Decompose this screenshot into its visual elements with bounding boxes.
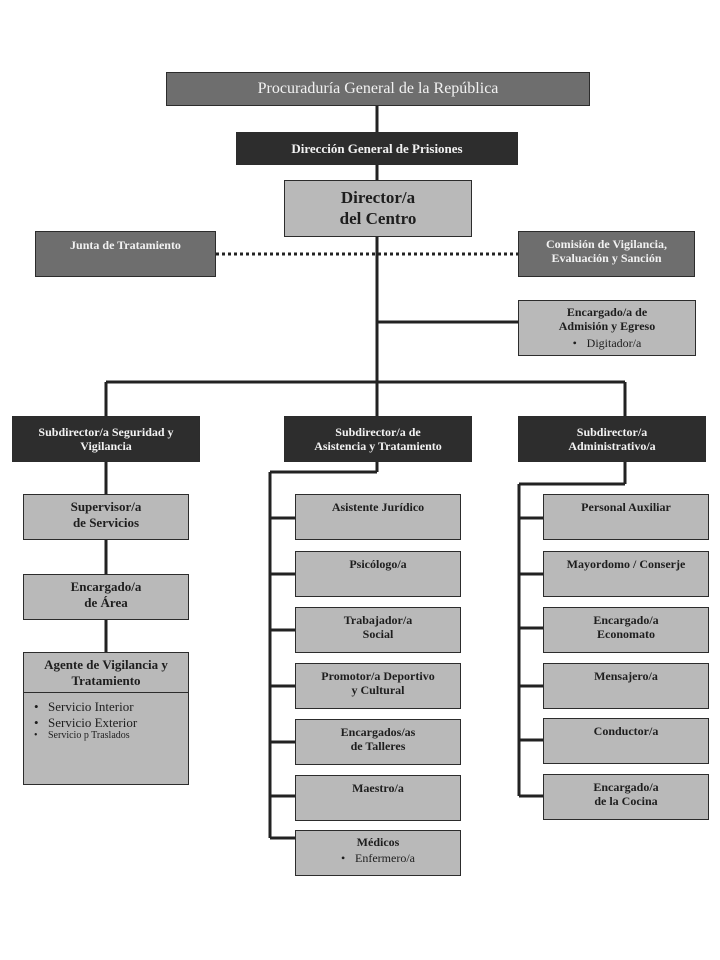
encargado-area-box: Encargado/a de Área bbox=[23, 574, 189, 620]
sub-asistencia-line1: Subdirector/a de bbox=[335, 424, 421, 439]
psicologo-box: Psicólogo/a bbox=[295, 551, 461, 597]
trabajador-line1: Trabajador/a bbox=[343, 613, 413, 627]
maestro-line1: Maestro/a bbox=[352, 781, 404, 795]
medicos-list: Enfermero/a bbox=[341, 851, 415, 866]
talleres-line1: Encargados/as bbox=[340, 725, 416, 739]
supervisor-line1: Supervisor/a bbox=[70, 499, 142, 514]
direccion-general-box: Dirección General de Prisiones bbox=[236, 132, 518, 165]
supervisor-servicios-box: Supervisor/a de Servicios bbox=[23, 494, 189, 540]
admision-box: Encargado/a de Admisión y Egreso Digitad… bbox=[518, 300, 696, 356]
trabajador-line2: Social bbox=[362, 627, 394, 642]
economato-line2: Economato bbox=[597, 627, 655, 642]
encargado-area-line2: de Área bbox=[84, 594, 128, 610]
psicologo-line1: Psicólogo/a bbox=[349, 557, 407, 571]
cocina-box: Encargado/a de la Cocina bbox=[543, 774, 709, 820]
comision-line2: Evaluación y Sanción bbox=[551, 251, 662, 266]
sub-seguridad-line1: Subdirector/a Seguridad y bbox=[38, 424, 174, 439]
medicos-line1: Médicos bbox=[356, 835, 400, 849]
direccion-general-title: Dirección General de Prisiones bbox=[291, 140, 463, 156]
comision-box: Comisión de Vigilancia, Evaluación y San… bbox=[518, 231, 695, 277]
agente-item: Servicio Exterior bbox=[34, 715, 188, 731]
promotor-box: Promotor/a Deportivo y Cultural bbox=[295, 663, 461, 709]
admision-line2: Admisión y Egreso bbox=[558, 319, 656, 334]
procuraduria-box: Procuraduría General de la República bbox=[166, 72, 590, 106]
agente-item: Servicio p Traslados bbox=[34, 730, 188, 742]
sub-admin-line1: Subdirector/a bbox=[576, 424, 648, 439]
junta-tratamiento-box: Junta de Tratamiento bbox=[35, 231, 216, 277]
talleres-box: Encargados/as de Talleres bbox=[295, 719, 461, 765]
comision-line1: Comisión de Vigilancia, bbox=[545, 237, 667, 251]
agente-header: Agente de Vigilancia y Tratamiento bbox=[24, 657, 188, 694]
agente-line1: Agente de Vigilancia y bbox=[44, 657, 168, 672]
sub-asistencia-line2: Asistencia y Tratamiento bbox=[314, 439, 442, 453]
procuraduria-title: Procuraduría General de la República bbox=[257, 80, 499, 98]
talleres-line2: de Talleres bbox=[350, 739, 406, 754]
director-line2: del Centro bbox=[339, 208, 417, 228]
sub-seguridad-line2: Vigilancia bbox=[80, 439, 132, 453]
admision-item: Digitador/a bbox=[573, 336, 642, 351]
sub-admin-line2: Administrativo/a bbox=[568, 439, 656, 453]
agente-item: Servicio Interior bbox=[34, 699, 188, 715]
personal-auxiliar-box: Personal Auxiliar bbox=[543, 494, 709, 540]
economato-line1: Encargado/a bbox=[593, 613, 659, 627]
subdirector-administrativo-box: Subdirector/a Administrativo/a bbox=[518, 416, 706, 462]
personal-line1: Personal Auxiliar bbox=[581, 500, 671, 514]
mayordomo-line1: Mayordomo / Conserje bbox=[566, 557, 686, 571]
cocina-line2: de la Cocina bbox=[594, 794, 658, 809]
agente-vigilancia-box: Agente de Vigilancia y Tratamiento Servi… bbox=[23, 652, 189, 785]
economato-box: Encargado/a Economato bbox=[543, 607, 709, 653]
subdirector-asistencia-box: Subdirector/a de Asistencia y Tratamient… bbox=[284, 416, 472, 462]
mensajero-box: Mensajero/a bbox=[543, 663, 709, 709]
agente-line2: Tratamiento bbox=[71, 672, 141, 688]
admision-list: Digitador/a bbox=[573, 336, 642, 351]
mensajero-line1: Mensajero/a bbox=[594, 669, 658, 683]
cocina-line1: Encargado/a bbox=[593, 780, 659, 794]
medicos-item: Enfermero/a bbox=[341, 851, 415, 866]
promotor-line2: y Cultural bbox=[351, 683, 405, 698]
medicos-box: Médicos Enfermero/a bbox=[295, 830, 461, 876]
trabajador-social-box: Trabajador/a Social bbox=[295, 607, 461, 653]
maestro-box: Maestro/a bbox=[295, 775, 461, 821]
subdirector-seguridad-box: Subdirector/a Seguridad y Vigilancia bbox=[12, 416, 200, 462]
director-box: Director/a del Centro bbox=[284, 180, 472, 237]
junta-title: Junta de Tratamiento bbox=[70, 238, 181, 252]
asistente-juridico-box: Asistente Jurídico bbox=[295, 494, 461, 540]
encargado-area-line1: Encargado/a bbox=[70, 579, 142, 594]
mayordomo-box: Mayordomo / Conserje bbox=[543, 551, 709, 597]
supervisor-line2: de Servicios bbox=[72, 514, 140, 530]
director-line1: Director/a bbox=[340, 188, 416, 208]
conductor-box: Conductor/a bbox=[543, 718, 709, 764]
admision-line1: Encargado/a de bbox=[566, 305, 648, 319]
promotor-line1: Promotor/a Deportivo bbox=[321, 669, 435, 683]
agente-list: Servicio Interior Servicio Exterior Serv… bbox=[24, 699, 188, 742]
juridico-line1: Asistente Jurídico bbox=[331, 500, 425, 514]
conductor-line1: Conductor/a bbox=[593, 724, 659, 738]
